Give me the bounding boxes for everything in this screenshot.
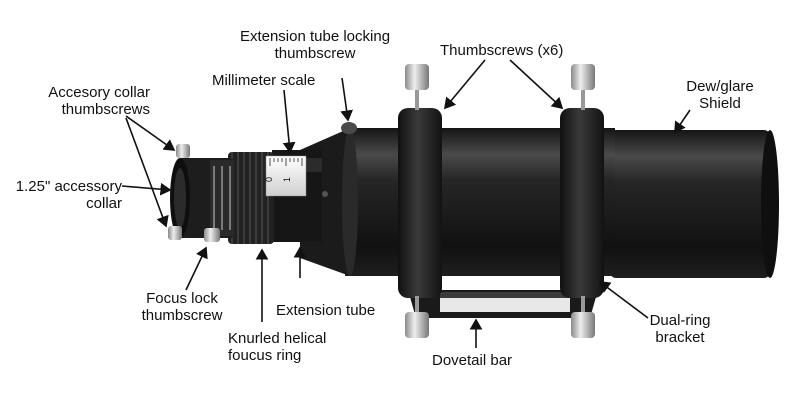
accessory-collar: [170, 158, 234, 238]
leader-extension-lock: [340, 77, 353, 122]
leader-lines: [121, 59, 691, 348]
label-accessory-collar: 1.25" accessory collar: [15, 178, 122, 212]
thumbscrew-top-right: [571, 64, 595, 110]
front-ring: [398, 108, 442, 298]
accessory-thumbscrew-bottom: [168, 226, 182, 240]
leader-collar: [121, 182, 172, 196]
leader-accessory-bottom: [125, 117, 169, 228]
label-thumbscrews-x6: Thumbscrews (x6): [440, 42, 564, 59]
label-millimeter-scale: Millimeter scale: [212, 72, 316, 89]
label-accessory-thumbscrews: Accesory collar thumbscrews: [48, 84, 150, 118]
label-extension-tube: Extension tube: [276, 302, 376, 319]
millimeter-scale: 0 1: [264, 155, 307, 197]
label-focus-lock: Focus lock thumbscrew: [141, 290, 223, 324]
extension-lock-thumbscrew: [341, 122, 357, 134]
leader-thumbscrews-right: [509, 59, 564, 110]
dovetail-bar: [408, 290, 598, 318]
scale-mark-0: 0: [264, 177, 274, 182]
thumbscrew-top-left: [405, 64, 429, 110]
thumbscrew-bottom-left: [405, 296, 429, 338]
label-knurled-ring: Knurled helical foucus ring: [228, 330, 327, 364]
dew-shield: [610, 130, 779, 278]
label-dovetail-bar: Dovetail bar: [432, 352, 513, 369]
label-extension-lock: Extension tube locking thumbscrew: [239, 28, 391, 62]
accessory-thumbscrew-top: [176, 144, 190, 158]
leader-thumbscrews-left: [443, 59, 486, 110]
leader-dew-shield: [674, 109, 691, 134]
focus-lock-thumbscrew: [204, 228, 220, 242]
label-dual-ring: Dual-ring bracket: [649, 312, 711, 346]
leader-dual-ring: [598, 281, 649, 319]
leader-accessory-top: [125, 115, 176, 151]
knurled-focus-ring: [228, 152, 274, 244]
leader-focus-lock: [185, 246, 208, 291]
label-dew-shield: Dew/glare Shield: [686, 78, 754, 112]
leader-millimeter: [282, 89, 296, 154]
scale-mark-1: 1: [282, 177, 292, 182]
rear-ring: [560, 108, 604, 298]
thumbscrew-bottom-right: [571, 296, 595, 338]
